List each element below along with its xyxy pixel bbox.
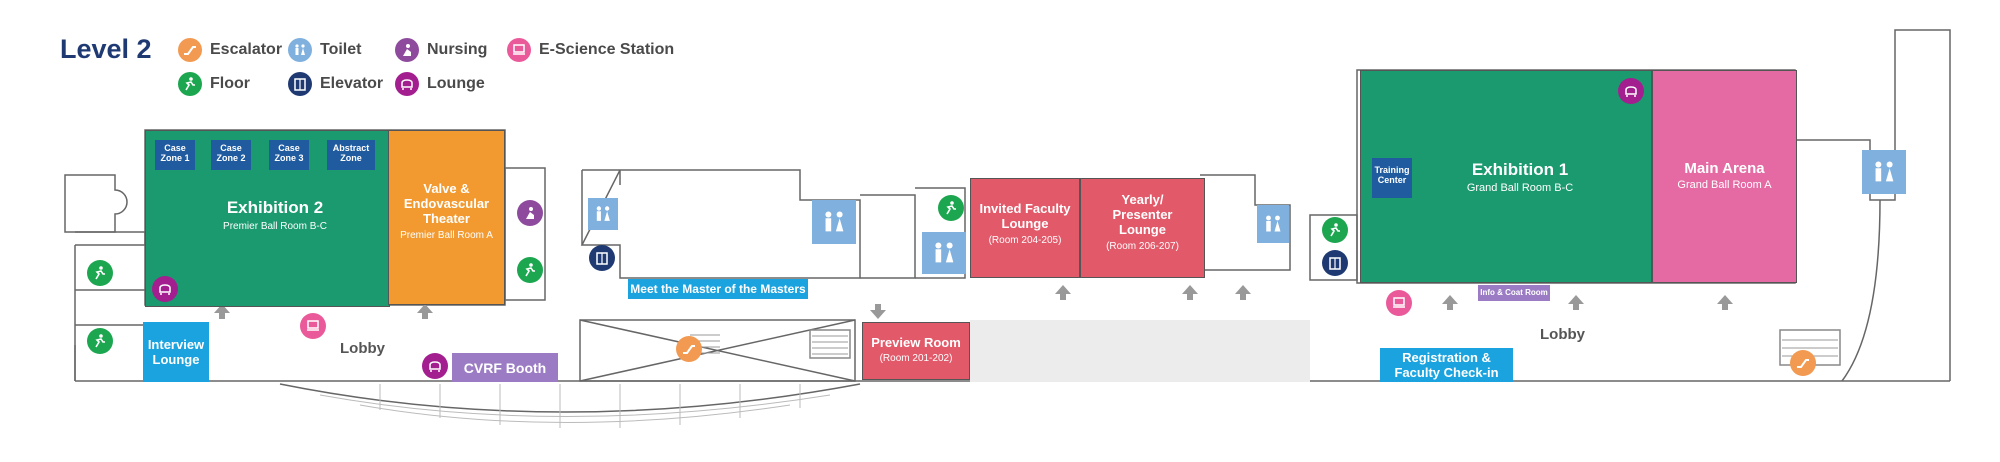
lobby-shade (970, 320, 1310, 382)
legend-lounge: Lounge (395, 72, 485, 96)
room-title: Registration & Faculty Check-in (1394, 350, 1499, 380)
room-title: Info & Coat Room (1480, 288, 1548, 297)
legend-label: Floor (210, 75, 250, 92)
room-subtitle: (Room 204-205) (988, 234, 1062, 246)
room-title: Main Arena (1684, 160, 1765, 177)
room-title: Invited Faculty Lounge (979, 201, 1071, 231)
e-science-station-icon (507, 38, 531, 62)
legend-label: Toilet (320, 41, 362, 58)
legend-label: Nursing (427, 41, 488, 58)
exhibition-1-label: Exhibition 1 Grand Ball Room B-C (1420, 160, 1620, 194)
case-zone-label: Abstract (332, 143, 370, 153)
interview-lounge[interactable]: Interview Lounge (143, 322, 209, 382)
info-coat-room[interactable]: Info & Coat Room (1478, 285, 1550, 301)
lounge-icon (395, 72, 419, 96)
e-science-station-icon (1386, 290, 1412, 316)
room-title: Training Center (1374, 165, 1410, 186)
room-title: Yearly/ Presenter Lounge (1112, 192, 1173, 237)
toilet-icon (1862, 150, 1906, 194)
case-zone-label: Case (278, 143, 300, 153)
room-subtitle: Premier Ball Room B-C (223, 220, 327, 232)
room-subtitle: Grand Ball Room A (1677, 179, 1772, 192)
room-subtitle: Grand Ball Room B-C (1466, 181, 1574, 194)
invited-faculty-label: Invited Faculty Lounge (Room 204-205) (972, 201, 1078, 246)
legend-label: Elevator (320, 75, 384, 92)
case-zone-label: Zone 3 (274, 153, 304, 164)
main-arena-room[interactable] (1652, 70, 1797, 283)
invited-faculty-lounge[interactable] (970, 178, 1080, 278)
room-title: Exhibition 2 (226, 198, 324, 217)
legend-label: Escalator (210, 41, 283, 58)
elevator-icon (288, 72, 312, 96)
abstract-zone[interactable]: Abstract Zone (327, 140, 375, 170)
escalator-icon (1790, 350, 1816, 376)
floor-icon (1322, 217, 1348, 243)
room-title: CVRF Booth (463, 360, 547, 376)
legend-label: E-Science Station (539, 41, 675, 58)
case-zone-label: Zone (340, 153, 362, 164)
floor-icon (178, 72, 202, 96)
toilet-icon (288, 38, 312, 62)
elevator-icon (589, 245, 615, 271)
escalator-icon (676, 336, 702, 362)
floor-icon (517, 257, 543, 283)
main-arena-label: Main Arena Grand Ball Room A (1652, 160, 1797, 192)
room-title: Preview Room (871, 335, 961, 350)
yearly-presenter-label: Yearly/ Presenter Lounge (Room 206-207) (1090, 192, 1195, 252)
case-zone-2[interactable]: Case Zone 2 (211, 140, 251, 170)
lounge-icon (152, 276, 178, 302)
legend-nursing: Nursing (395, 38, 487, 62)
room-title: Exhibition 1 (1471, 160, 1569, 179)
room-subtitle: (Room 201-202) (879, 352, 953, 364)
left-wing-top (64, 174, 128, 233)
case-zone-label: Zone 2 (216, 153, 246, 164)
room-title: Valve & Endovascular Theater (403, 181, 490, 226)
lounge-icon (422, 353, 448, 379)
valve-theater-label: Valve & Endovascular Theater Premier Bal… (392, 181, 501, 241)
case-zone-3[interactable]: Case Zone 3 (269, 140, 309, 170)
room-subtitle: (Room 206-207) (1106, 240, 1179, 252)
lobby-right-label: Lobby (1540, 326, 1585, 343)
valve-theater-room[interactable] (388, 130, 505, 305)
case-zone-label: Case (164, 143, 186, 153)
preview-room-label: Preview Room (Room 201-202) (862, 335, 970, 364)
floor-icon (87, 328, 113, 354)
lobby-left-label: Lobby (340, 340, 385, 357)
legend-floor: Floor (178, 72, 250, 96)
exhibition-2-label: Exhibition 2 Premier Ball Room B-C (175, 198, 375, 232)
nursing-icon (517, 200, 543, 226)
floor-icon (87, 260, 113, 286)
escalator-icon (178, 38, 202, 62)
legend-elevator: Elevator (288, 72, 383, 96)
cvrf-booth[interactable]: CVRF Booth (452, 353, 558, 382)
case-zone-label: Zone 1 (160, 153, 190, 164)
room-title: Meet the Master of the Masters (630, 282, 806, 296)
nursing-icon (395, 38, 419, 62)
lounge-icon (1618, 78, 1644, 104)
room-subtitle: Premier Ball Room A (400, 229, 493, 241)
training-center[interactable]: Training Center (1372, 158, 1412, 198)
terrace-arc (279, 383, 861, 413)
e-science-station-icon (300, 313, 326, 339)
legend-e-science: E-Science Station (507, 38, 674, 62)
toilet-icon (812, 200, 856, 244)
case-zone-1[interactable]: Case Zone 1 (155, 140, 195, 170)
floor-icon (938, 195, 964, 221)
toilet-icon (588, 198, 618, 230)
legend-toilet: Toilet (288, 38, 361, 62)
yearly-presenter-lounge[interactable] (1080, 178, 1205, 278)
case-zone-label: Case (220, 143, 242, 153)
toilet-icon (1257, 205, 1289, 243)
room-title: Interview Lounge (147, 337, 205, 367)
elevator-icon (1322, 250, 1348, 276)
registration-check-in[interactable]: Registration & Faculty Check-in (1380, 348, 1513, 382)
legend-escalator: Escalator (178, 38, 282, 62)
preview-room[interactable] (862, 322, 970, 380)
legend-label: Lounge (427, 75, 485, 92)
level-title: Level 2 (60, 34, 152, 64)
meet-the-master-banner[interactable]: Meet the Master of the Masters (628, 279, 808, 299)
toilet-icon (922, 232, 966, 274)
